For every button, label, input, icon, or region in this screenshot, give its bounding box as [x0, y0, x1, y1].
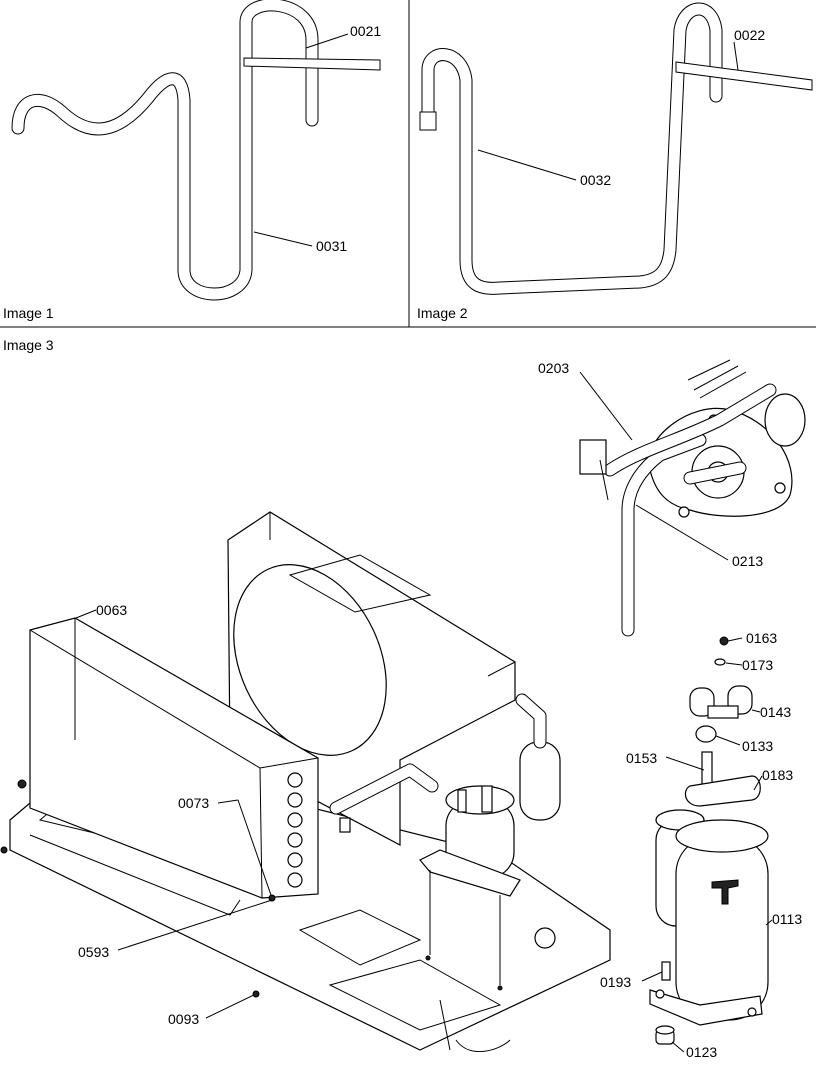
washer-0173	[714, 658, 726, 666]
callout-0593: 0593	[78, 944, 109, 960]
installed-compressor-drawing	[329, 693, 561, 991]
image2-panel: 0022 0032 Image 2	[417, 2, 813, 321]
tube-0031-drawing	[11, 0, 319, 301]
screw-0093	[252, 990, 260, 998]
rod-0021-drawing	[243, 57, 381, 71]
callout-0031: 0031	[316, 238, 347, 254]
image1-panel: 0021 0031 Image 1	[3, 0, 381, 321]
leader-0031	[253, 231, 313, 247]
screw-0073	[268, 894, 276, 902]
leader-0123	[671, 1041, 685, 1053]
gasket-0183	[684, 775, 761, 807]
leader-0203	[579, 371, 633, 441]
image3-caption: Image 3	[3, 337, 54, 353]
leader-0021	[305, 33, 349, 49]
leader-0173	[725, 662, 743, 666]
callout-0032: 0032	[580, 172, 611, 188]
image2-caption: Image 2	[417, 305, 468, 321]
callout-0123: 0123	[686, 1044, 717, 1060]
callout-0193: 0193	[600, 974, 631, 990]
screw-0193	[661, 961, 671, 981]
callout-0021: 0021	[350, 23, 381, 39]
condenser-coil-drawing	[0, 617, 319, 899]
image3-panel: Image 3 0203 0213	[0, 337, 806, 1060]
screw-0163	[719, 636, 729, 646]
leader-0213	[635, 504, 729, 561]
leader-0063	[75, 609, 97, 619]
callout-0063: 0063	[96, 602, 127, 618]
leader-0022	[733, 41, 739, 71]
callout-0073: 0073	[178, 795, 209, 811]
leader-0593	[117, 899, 273, 951]
leader-0113	[765, 919, 773, 926]
callout-0022: 0022	[734, 27, 765, 43]
coil-hairpins	[287, 772, 303, 888]
rod-0022-drawing	[675, 61, 813, 91]
wire-harness	[439, 999, 511, 1053]
leader-0183	[753, 775, 763, 791]
tube-0032-drawing	[419, 2, 723, 295]
callout-0093: 0093	[168, 1011, 199, 1027]
callout-0213: 0213	[732, 553, 763, 569]
exploded-compressor-parts	[649, 636, 769, 1045]
callout-0143: 0143	[760, 704, 791, 720]
compressor-0113	[649, 809, 769, 1026]
callout-0173: 0173	[742, 657, 773, 673]
leader-0153	[665, 756, 705, 771]
callout-0163: 0163	[746, 630, 777, 646]
leader-0032	[477, 149, 577, 181]
compressor-top-assembly-drawing	[579, 359, 806, 637]
leader-0193	[641, 971, 663, 982]
panel-dividers	[0, 0, 816, 328]
leader-0093	[205, 993, 257, 1019]
leader-0143	[751, 709, 761, 713]
leader-0073-b	[237, 799, 273, 899]
terminal-cover-0143	[689, 685, 753, 719]
callout-0153: 0153	[626, 750, 657, 766]
leader-0133	[715, 735, 741, 746]
leader-0073-a	[217, 799, 239, 804]
overload-0153	[701, 751, 713, 787]
leader-0163	[727, 637, 743, 642]
callout-0113: 0113	[772, 911, 802, 927]
image1-caption: Image 1	[3, 305, 54, 321]
grommet-0133	[695, 725, 717, 743]
callout-0183: 0183	[762, 767, 793, 783]
callout-0133: 0133	[742, 738, 773, 754]
callout-0203: 0203	[538, 360, 569, 376]
